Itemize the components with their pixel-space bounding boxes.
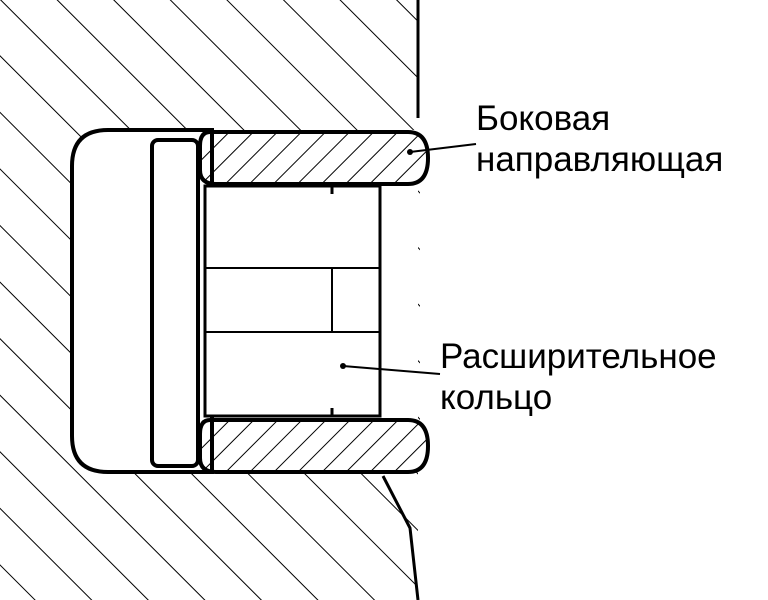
cylinder-wall-edge-lower	[381, 475, 420, 600]
leader-line-side-guide	[409, 143, 477, 153]
side-guide-label-line1: Боковая	[476, 99, 611, 138]
leader-dot-expander	[340, 363, 346, 369]
top-side-guide-rail	[198, 130, 431, 186]
side-guide-label: Боковая направляющая	[476, 98, 723, 180]
leader-dot-side-guide	[407, 149, 413, 155]
expander-ring-body	[203, 184, 382, 418]
top-rail-underside	[208, 184, 334, 194]
ring-vertical-bar	[150, 138, 200, 468]
side-guide-label-line2: направляющая	[476, 140, 724, 179]
bottom-side-guide-rail	[198, 418, 431, 474]
expander-ring-label-line2: кольцо	[440, 378, 553, 417]
bottom-rail-topside	[208, 408, 334, 418]
leader-line-expander	[342, 365, 441, 375]
expander-ring-label-line1: Расширительное	[440, 337, 717, 376]
piston-body-hatched	[0, 0, 420, 600]
expander-ring-segment	[204, 267, 380, 333]
expander-ring-label: Расширительное кольцо	[440, 336, 717, 418]
